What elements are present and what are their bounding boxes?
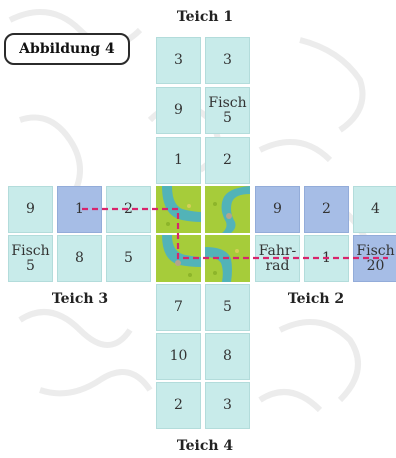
river-tile-top-left[interactable]: [156, 186, 201, 233]
card-bottom-1-right[interactable]: 5: [205, 284, 250, 331]
card-bottom-3-right[interactable]: 3: [205, 382, 250, 429]
card-left-2-c[interactable]: 5: [106, 235, 151, 282]
card-bottom-3-left[interactable]: 2: [156, 382, 201, 429]
river-tile-bottom-right[interactable]: [205, 235, 250, 282]
card-bottom-1-left[interactable]: 7: [156, 284, 201, 331]
card-top-1-right[interactable]: 3: [205, 37, 250, 84]
card-top-1-left[interactable]: 3: [156, 37, 201, 84]
card-left-1-c[interactable]: 2: [106, 186, 151, 233]
card-right-2-b[interactable]: 1: [304, 235, 349, 282]
card-left-1-a[interactable]: 9: [8, 186, 53, 233]
pond-label-bottom: Teich 4: [176, 438, 234, 454]
card-right-1-a[interactable]: 9: [255, 186, 300, 233]
card-top-2-left[interactable]: 9: [156, 87, 201, 134]
card-bottom-2-left[interactable]: 10: [156, 333, 201, 380]
card-top-3-right[interactable]: 2: [205, 137, 250, 184]
pond-label-right: Teich 2: [287, 291, 345, 307]
card-bottom-2-right[interactable]: 8: [205, 333, 250, 380]
river-tile-top-right[interactable]: [205, 186, 250, 233]
card-left-1-b[interactable]: 1: [57, 186, 102, 233]
card-right-1-b[interactable]: 2: [304, 186, 349, 233]
pond-label-top: Teich 1: [176, 9, 234, 25]
card-left-2-b[interactable]: 8: [57, 235, 102, 282]
river-tile-bottom-left[interactable]: [156, 235, 201, 282]
card-right-2-a[interactable]: Fahr-rad: [255, 235, 300, 282]
card-right-1-c[interactable]: 4: [353, 186, 396, 233]
card-top-3-left[interactable]: 1: [156, 137, 201, 184]
figure-label: Abbildung 4: [4, 33, 130, 65]
pond-label-left: Teich 3: [51, 291, 109, 307]
